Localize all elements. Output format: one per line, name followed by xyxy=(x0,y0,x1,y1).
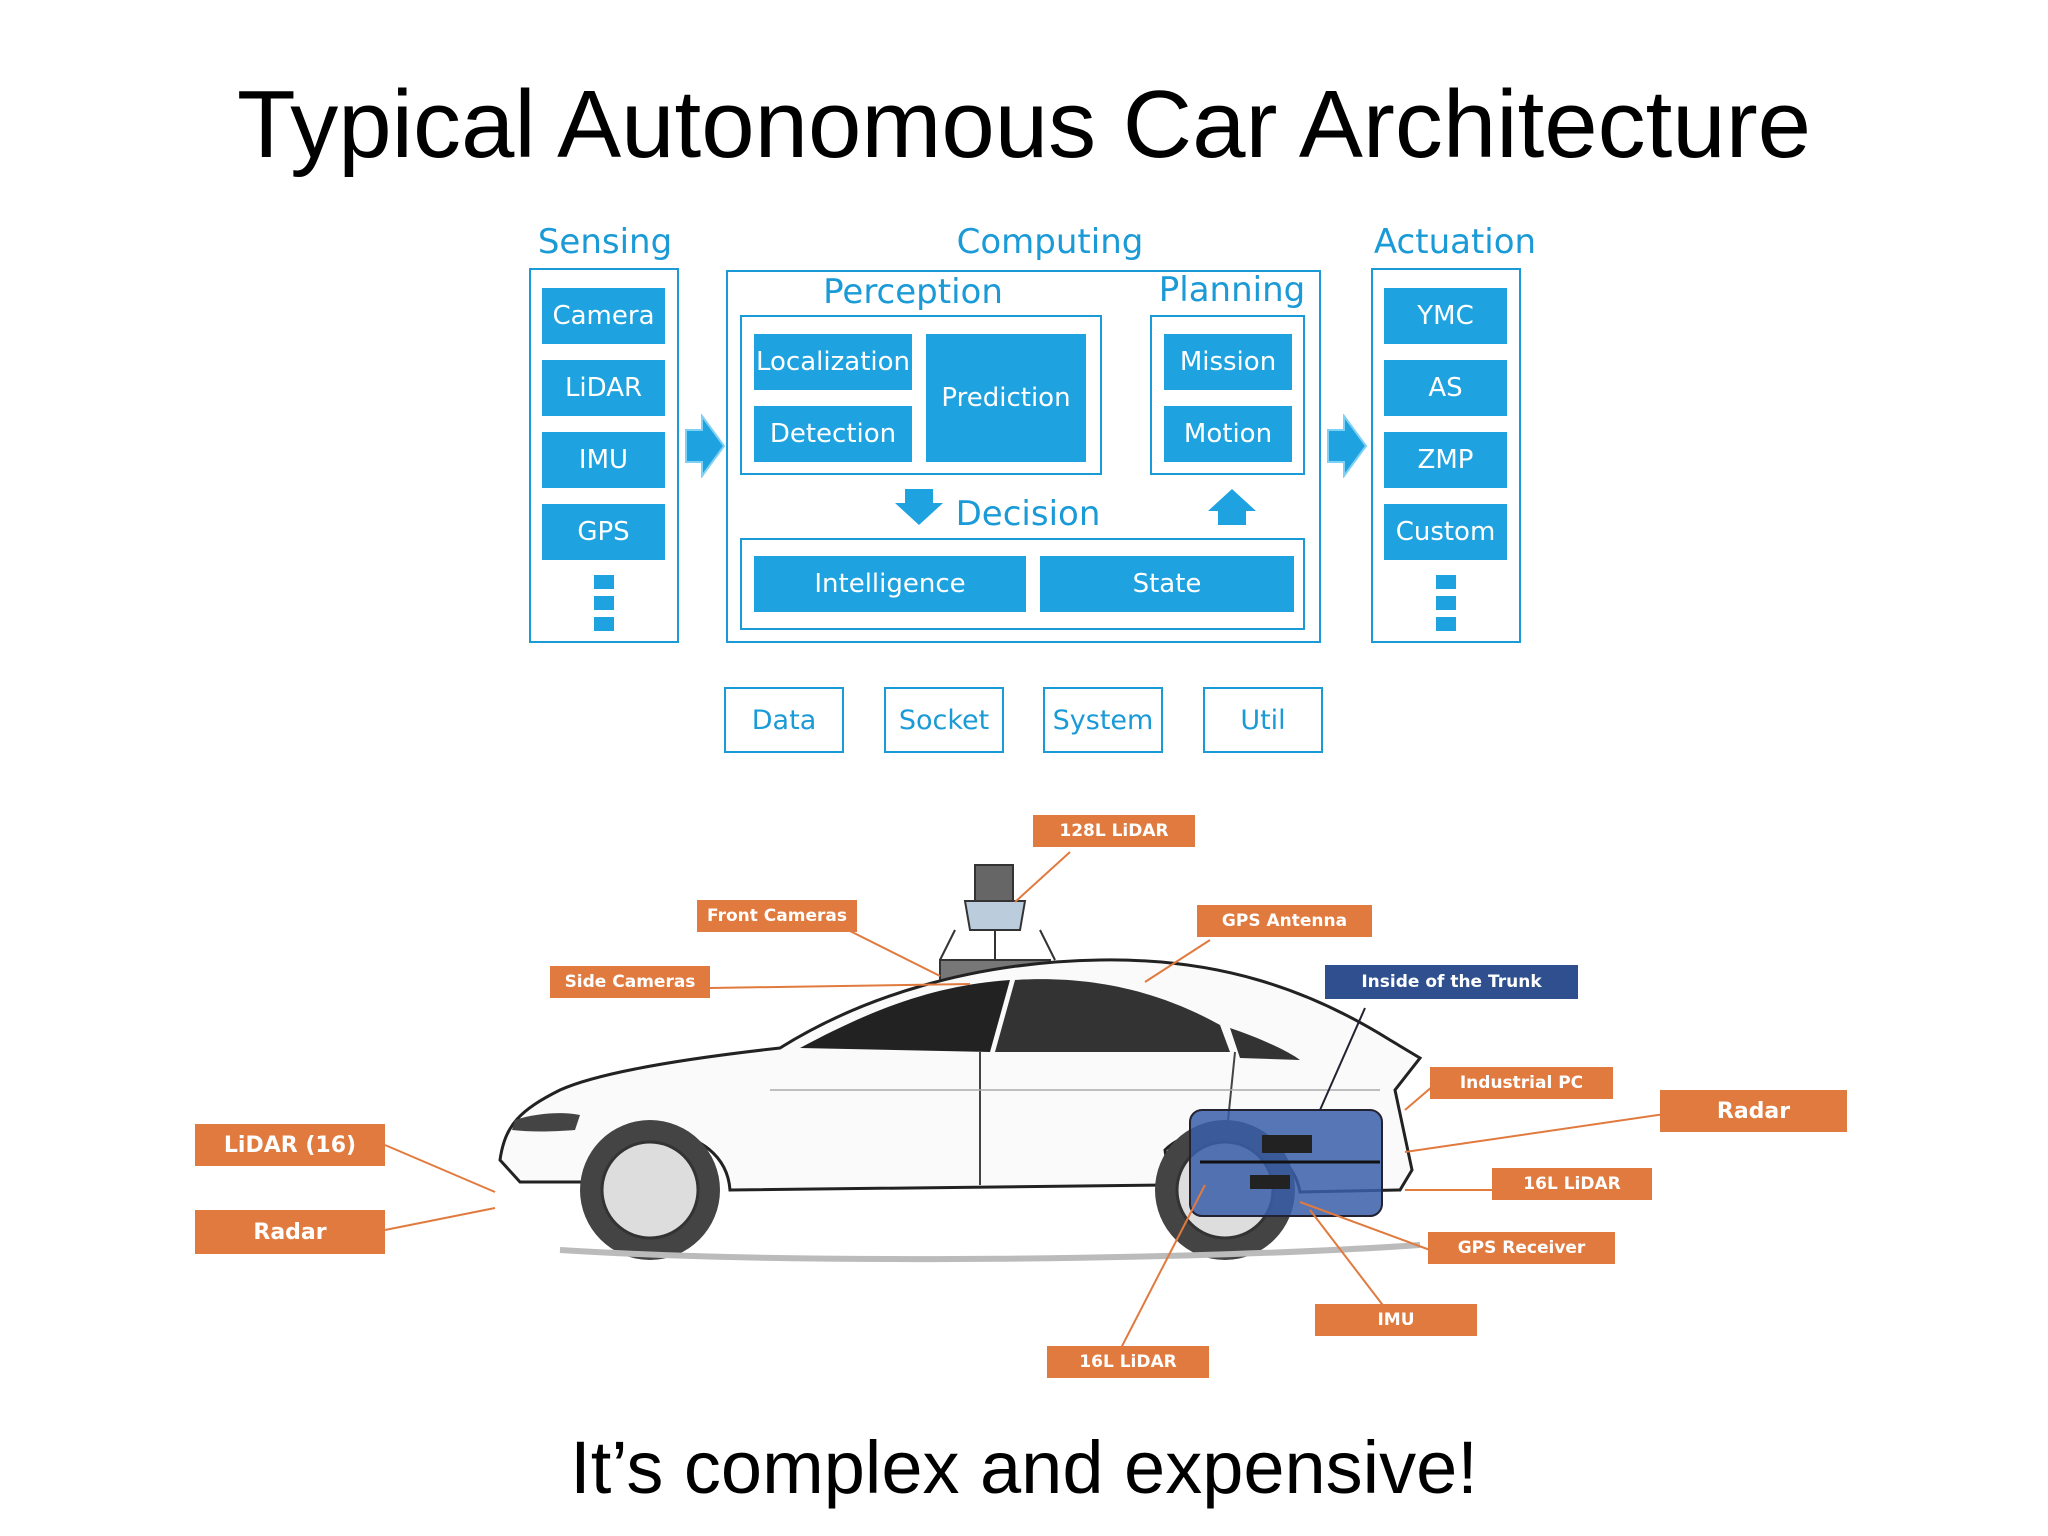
actuation-frame xyxy=(1371,268,1521,643)
tag-radar-front: Radar xyxy=(195,1210,385,1254)
slide-title: Typical Autonomous Car Architecture xyxy=(236,71,1812,178)
arrow-right-icon xyxy=(685,414,726,478)
tag-side-cameras: Side Cameras xyxy=(550,966,710,998)
arrow-up-icon xyxy=(1208,489,1256,525)
sensor-gps: GPS xyxy=(542,504,665,560)
actuator-zmp: ZMP xyxy=(1384,432,1507,488)
sensing-label: Sensing xyxy=(537,222,673,262)
infra-socket: Socket xyxy=(884,687,1004,753)
perception-detection: Detection xyxy=(754,406,912,462)
tag-16l-lidar-rear: 16L LiDAR xyxy=(1492,1168,1652,1200)
slide-subtitle: It’s complex and expensive! xyxy=(570,1426,1478,1509)
tag-16l-lidar-bottom: 16L LiDAR xyxy=(1047,1346,1209,1378)
sensor-camera: Camera xyxy=(542,288,665,344)
perception-prediction: Prediction xyxy=(926,334,1086,462)
actuator-custom: Custom xyxy=(1384,504,1507,560)
actuation-more-dots xyxy=(1436,575,1456,638)
tag-gps-receiver: GPS Receiver xyxy=(1428,1232,1615,1264)
planning-label: Planning xyxy=(1158,270,1306,310)
tag-inside-trunk: Inside of the Trunk xyxy=(1325,965,1578,999)
car-illustration xyxy=(384,851,1666,1351)
sensor-lidar: LiDAR xyxy=(542,360,665,416)
planning-frame xyxy=(1150,315,1305,475)
gps-receiver-shape xyxy=(1250,1175,1290,1189)
decision-state: State xyxy=(1040,556,1294,612)
actuator-as: AS xyxy=(1384,360,1507,416)
planning-motion: Motion xyxy=(1164,406,1292,462)
sensing-more-dots xyxy=(594,575,614,638)
decision-label: Decision xyxy=(955,494,1101,534)
decision-intelligence: Intelligence xyxy=(754,556,1026,612)
infra-system: System xyxy=(1043,687,1163,753)
decision-frame xyxy=(740,538,1305,630)
tag-gps-antenna: GPS Antenna xyxy=(1197,905,1372,937)
sensing-frame xyxy=(529,268,679,643)
perception-label: Perception xyxy=(823,272,1003,312)
arrow-right-icon xyxy=(1327,414,1368,478)
perception-localization: Localization xyxy=(754,334,912,390)
tag-radar-rear: Radar xyxy=(1660,1090,1847,1132)
tag-lidar-16-front: LiDAR (16) xyxy=(195,1124,385,1166)
tag-industrial-pc: Industrial PC xyxy=(1430,1067,1613,1099)
actuator-ymc: YMC xyxy=(1384,288,1507,344)
sensor-imu: IMU xyxy=(542,432,665,488)
tag-imu: IMU xyxy=(1315,1304,1477,1336)
tag-front-cameras: Front Cameras xyxy=(697,900,857,932)
computing-frame xyxy=(726,270,1321,643)
infra-util: Util xyxy=(1203,687,1323,753)
perception-frame xyxy=(740,315,1102,475)
tag-128l-lidar: 128L LiDAR xyxy=(1033,815,1195,847)
industrial-pc-shape xyxy=(1262,1135,1312,1153)
actuation-label: Actuation xyxy=(1373,222,1537,262)
computing-label: Computing xyxy=(956,222,1144,262)
planning-mission: Mission xyxy=(1164,334,1292,390)
infra-data: Data xyxy=(724,687,844,753)
arrow-down-icon xyxy=(895,489,943,525)
